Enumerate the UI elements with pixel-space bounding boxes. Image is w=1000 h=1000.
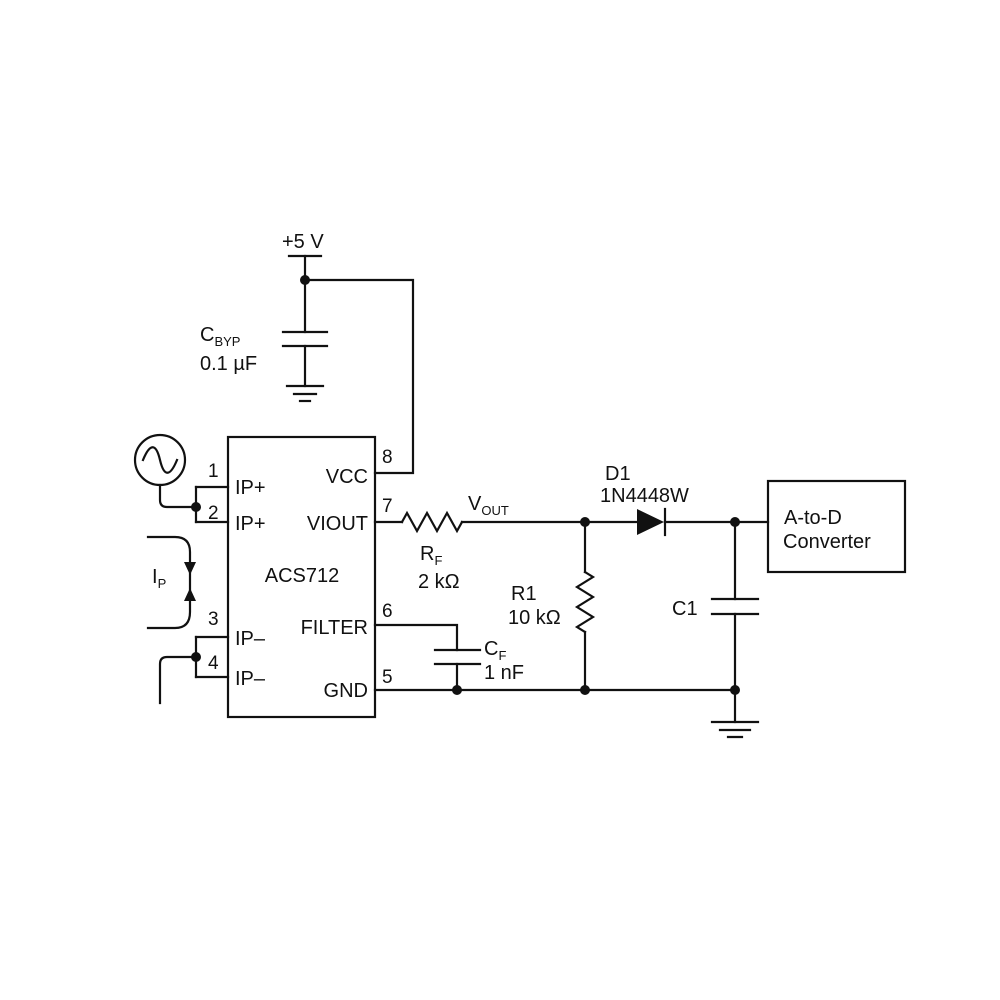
cbyp-symbol: C <box>200 324 214 346</box>
vout-symbol: V <box>468 493 482 515</box>
wire-return <box>158 655 198 705</box>
diode-icon <box>637 509 664 535</box>
c1-name: C1 <box>672 598 698 620</box>
pin-1-number: 1 <box>208 461 219 482</box>
arrow-up-icon <box>184 588 196 601</box>
r1-name: R1 <box>511 583 537 605</box>
ac-source-icon <box>133 433 198 509</box>
pin-5-number: 5 <box>382 667 393 688</box>
rf-symbol: R <box>420 543 434 565</box>
ip-symbol: I <box>152 566 158 588</box>
ground-rail <box>373 685 760 739</box>
rf-label: RF <box>420 543 442 568</box>
junction-gnd-cf <box>452 685 462 695</box>
diode-d1: D1 1N4448W <box>583 463 770 537</box>
ip-subscript: P <box>158 576 167 591</box>
cf-symbol: C <box>484 638 498 660</box>
pin-4-number: 4 <box>208 653 219 674</box>
cbyp-value: 0.1 µF <box>200 353 257 375</box>
cbyp-subscript: BYP <box>214 334 240 349</box>
supply-label: +5 V <box>282 231 324 253</box>
pin-8-number: 8 <box>382 447 393 468</box>
vout-label: VOUT <box>468 493 509 518</box>
junction-ip-plus <box>191 502 201 512</box>
pin-2-number: 2 <box>208 503 219 524</box>
pin-6-number: 6 <box>382 601 393 622</box>
pin-2-label: IP+ <box>235 513 266 535</box>
rf-subscript: F <box>434 553 442 568</box>
pin-7-label: VIOUT <box>307 513 368 535</box>
resistor-r1-icon <box>574 570 596 634</box>
resistor-rf: RF 2 kΩ <box>373 510 587 593</box>
ground-icon <box>285 384 325 403</box>
cf-subscript: F <box>498 648 506 663</box>
rf-value: 2 kΩ <box>418 571 460 593</box>
current-path: IP <box>146 535 196 630</box>
ic-name: ACS712 <box>265 565 340 587</box>
adc-block: A-to-D Converter <box>766 479 907 574</box>
pin-3-number: 3 <box>208 609 219 630</box>
current-conductor <box>146 535 192 630</box>
r1-value: 10 kΩ <box>508 607 561 629</box>
pin-3-label: IP– <box>235 628 266 650</box>
resistor-r1: R1 10 kΩ <box>508 520 596 692</box>
cf-label: CF <box>484 638 506 663</box>
ip-minus-bracket <box>158 635 230 705</box>
d1-name: D1 <box>605 463 631 485</box>
adc-box <box>766 479 907 574</box>
wire-source-to-ip-plus <box>158 483 198 509</box>
ic-acs712: ACS712 IP+ IP+ IP– IP– GND FILTER VIOUT … <box>208 435 393 719</box>
capacitor-cf: CF 1 nF <box>373 623 524 692</box>
pin-6-label: FILTER <box>301 617 368 639</box>
d1-part: 1N4448W <box>600 485 689 507</box>
pin-4-label: IP– <box>235 668 266 690</box>
vout-subscript: OUT <box>481 503 509 518</box>
ip-label: IP <box>152 566 166 591</box>
cf-value: 1 nF <box>484 662 524 684</box>
resistor-rf-icon <box>400 510 464 534</box>
adc-line2: Converter <box>783 531 871 553</box>
pin-5-label: GND <box>324 680 368 702</box>
capacitor-c1: C1 <box>672 520 760 692</box>
wire-filter <box>373 623 459 652</box>
ground-icon <box>710 720 760 739</box>
cbyp-label: CBYP <box>200 324 240 349</box>
wire-vcc <box>303 278 415 475</box>
sine-wave-icon <box>141 446 179 474</box>
pin-7-number: 7 <box>382 496 393 517</box>
pin-8-label: VCC <box>326 466 368 488</box>
adc-line1: A-to-D <box>784 507 842 529</box>
supply-5v: +5 V <box>282 231 415 475</box>
pin-1-label: IP+ <box>235 477 266 499</box>
arrow-down-icon <box>184 562 196 575</box>
capacitor-cbyp: CBYP 0.1 µF <box>200 278 329 403</box>
ic-body <box>226 435 377 719</box>
ip-plus-bracket <box>191 485 230 524</box>
junction-gnd-r1 <box>580 685 590 695</box>
